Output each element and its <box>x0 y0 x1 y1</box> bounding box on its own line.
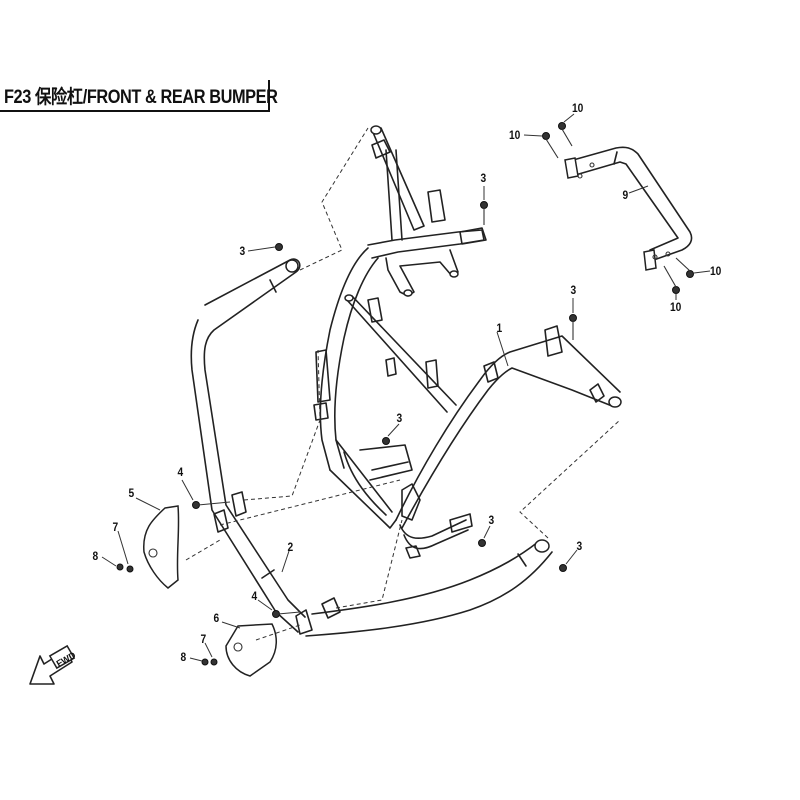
callout-8: 8 <box>180 650 187 664</box>
callout-3: 3 <box>576 539 583 553</box>
callout-3: 3 <box>480 171 487 185</box>
callout-3: 3 <box>570 283 577 297</box>
callout-3: 3 <box>239 244 246 258</box>
leader-lines <box>101 113 711 662</box>
callout-10: 10 <box>670 300 682 314</box>
callout-4: 4 <box>251 589 258 603</box>
callout-5: 5 <box>128 486 135 500</box>
callout-10: 10 <box>710 264 722 278</box>
title-frame <box>0 80 270 112</box>
callout-9: 9 <box>622 188 629 202</box>
callout-4: 4 <box>177 465 184 479</box>
front-bumper-bar-part <box>190 258 553 637</box>
rear-bumper-part <box>564 146 693 271</box>
callout-8: 8 <box>92 549 99 563</box>
diagram-title: F23 保险杠/FRONT & REAR BUMPER <box>4 87 278 108</box>
left-cover-part <box>143 505 180 589</box>
fasteners <box>116 122 694 666</box>
bumper-frame-part <box>313 125 622 559</box>
callout-3: 3 <box>396 411 403 425</box>
callout-3: 3 <box>488 513 495 527</box>
right-cover-part <box>225 623 277 677</box>
callout-7: 7 <box>112 520 119 534</box>
callout-2: 2 <box>287 540 294 554</box>
alignment-lines <box>185 127 621 641</box>
callout-7: 7 <box>200 632 207 646</box>
callout-10: 10 <box>572 101 584 115</box>
callout-10: 10 <box>509 128 521 142</box>
forward-direction-arrow: FWD <box>29 644 78 685</box>
callout-1: 1 <box>496 321 503 335</box>
callout-6: 6 <box>213 611 220 625</box>
